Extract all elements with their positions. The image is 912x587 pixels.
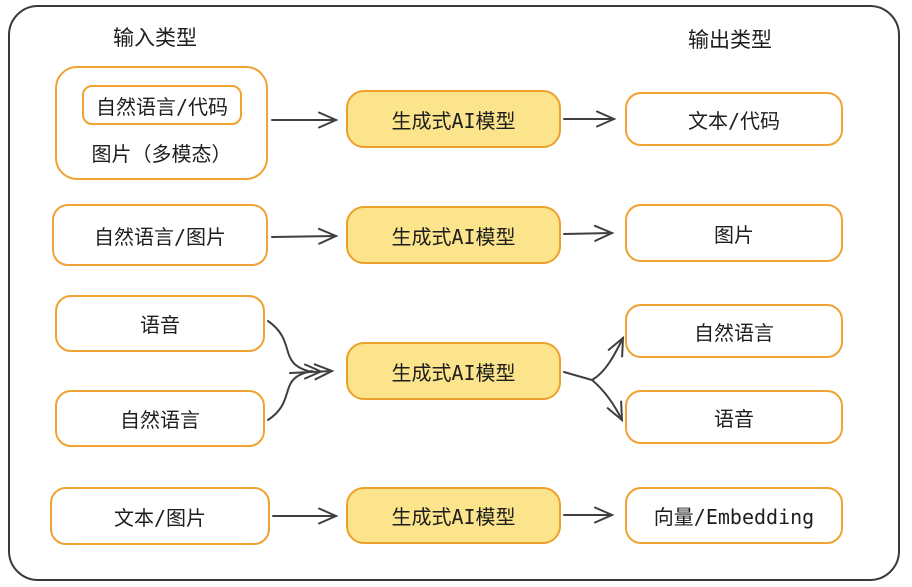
output-box-image: 图片 [625,204,843,262]
input-box-natural-language-code: 自然语言/代码 [82,85,242,125]
output-column-title: 输出类型 [688,28,772,52]
output-box-speech: 语音 [625,390,843,444]
input-column-title: 输入类型 [113,26,197,50]
output-box-natural-language: 自然语言 [625,304,843,358]
input-box-natural-language: 自然语言 [55,390,265,447]
model-box-row1: 生成式AI模型 [346,90,561,148]
model-box-row2: 生成式AI模型 [346,206,561,264]
input-box-text-image: 文本/图片 [50,487,270,545]
input-box-speech: 语音 [55,295,265,352]
model-box-row3: 生成式AI模型 [346,342,561,400]
output-box-vector-embedding: 向量/Embedding [625,487,843,544]
input-label-image-multimodal: 图片（多模态） [91,142,232,166]
input-box-natural-language-image: 自然语言/图片 [52,204,268,266]
input-group-multimodal: 自然语言/代码 图片（多模态） [55,66,268,180]
output-box-text-code: 文本/代码 [625,92,843,146]
model-box-row4: 生成式AI模型 [346,487,561,544]
